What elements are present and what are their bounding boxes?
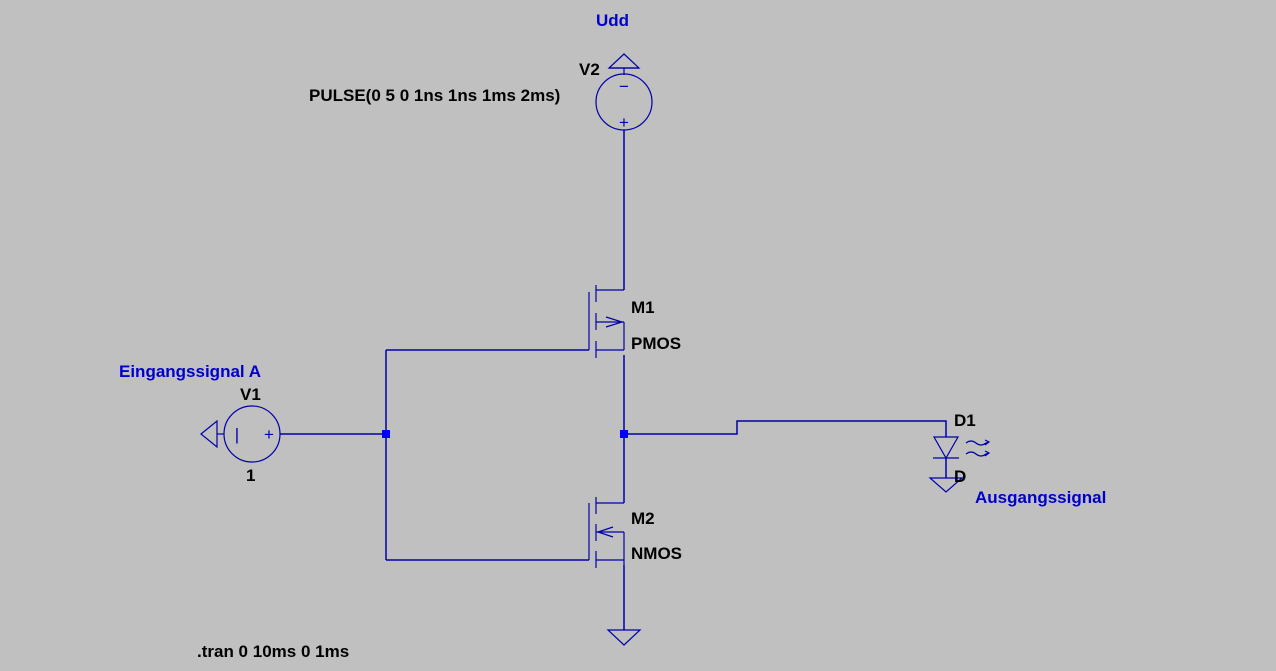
v1-minus-sign: |: [235, 425, 239, 444]
wires: [280, 130, 947, 630]
m2-name-label[interactable]: M2: [631, 509, 655, 528]
voltage-source-v1[interactable]: | +: [223, 405, 281, 463]
m1-model-label[interactable]: PMOS: [631, 334, 681, 353]
v1-name-label[interactable]: V1: [240, 385, 261, 404]
net-label-ausgangssignal[interactable]: Ausgangssignal: [975, 488, 1106, 507]
v2-plus-sign: +: [619, 113, 629, 132]
v2-value-label[interactable]: PULSE(0 5 0 1ns 1ns 1ms 2ms): [309, 86, 560, 105]
voltage-source-v2[interactable]: − +: [595, 73, 653, 132]
v1-value-label[interactable]: 1: [246, 466, 255, 485]
junction-output-node: [620, 430, 628, 438]
pmos-transistor-m1[interactable]: [588, 285, 625, 358]
udd-supply-symbol[interactable]: [607, 53, 641, 75]
d1-model-label[interactable]: D: [954, 467, 966, 486]
m1-name-label[interactable]: M1: [631, 298, 655, 317]
ground-symbol-d1[interactable]: [928, 477, 964, 493]
v2-minus-sign: −: [619, 77, 629, 96]
net-label-udd[interactable]: Udd: [596, 11, 629, 30]
spice-directive-tran[interactable]: .tran 0 10ms 0 1ms: [197, 642, 349, 661]
ground-symbol-m2[interactable]: [606, 629, 642, 646]
m2-model-label[interactable]: NMOS: [631, 544, 682, 563]
ground-symbol-v1[interactable]: [200, 419, 224, 449]
junction-gate-node: [382, 430, 390, 438]
led-diode-d1[interactable]: [932, 436, 991, 460]
wire-output-to-d1[interactable]: [624, 420, 947, 437]
nmos-transistor-m2[interactable]: [588, 497, 625, 568]
v1-plus-sign: +: [264, 425, 274, 444]
v2-name-label[interactable]: V2: [579, 60, 600, 79]
net-label-eingangssignal[interactable]: Eingangssignal A: [119, 362, 261, 381]
d1-name-label[interactable]: D1: [954, 411, 976, 430]
